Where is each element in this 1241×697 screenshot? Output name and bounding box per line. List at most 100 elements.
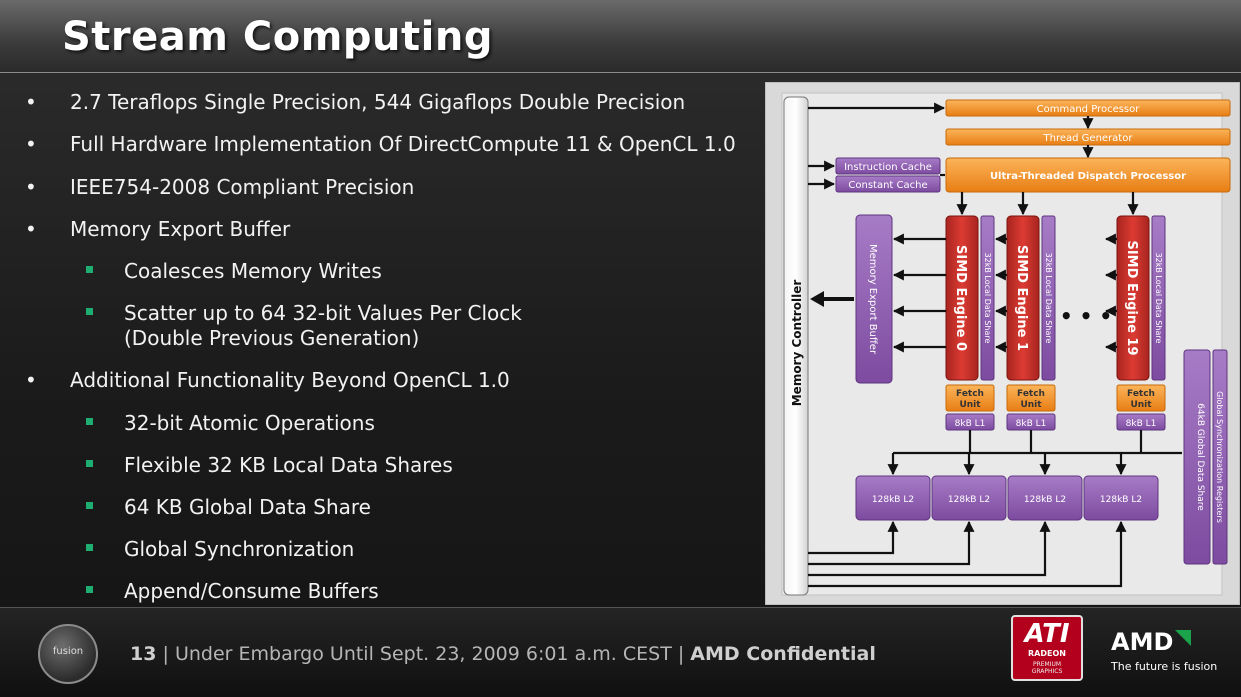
sub-bullet-marker bbox=[86, 266, 93, 273]
instruction-cache-label: Instruction Cache bbox=[844, 162, 932, 173]
l1-cache-label: 8kB L1 bbox=[1016, 419, 1047, 429]
local-data-share-label: 32kB Local Data Share bbox=[983, 253, 992, 344]
confidential-label: AMD Confidential bbox=[690, 643, 876, 665]
amd-arrow-icon bbox=[1175, 630, 1192, 646]
radeon-text: RADEON bbox=[1028, 649, 1066, 658]
local-data-share-block bbox=[1151, 215, 1166, 381]
ellipsis: • • • bbox=[1060, 304, 1112, 328]
simd-engine-block bbox=[1006, 215, 1040, 381]
sub-bullet-marker bbox=[86, 586, 93, 593]
connection-lines bbox=[808, 102, 1182, 588]
fetch-unit-label: Fetch bbox=[1017, 389, 1045, 399]
bullet-text: 64 KB Global Data Share bbox=[124, 495, 371, 519]
sub-bullet-marker bbox=[86, 308, 93, 315]
local-data-share-block bbox=[1041, 215, 1056, 381]
l2-cache-label: 128kB L2 bbox=[1024, 495, 1066, 505]
slide-header bbox=[0, 0, 1241, 72]
sub-bullet-item: Flexible 32 KB Local Data Shares bbox=[86, 453, 453, 478]
sub-bullet-marker bbox=[86, 460, 93, 467]
l2-cache-label: 128kB L2 bbox=[948, 495, 990, 505]
l1-cache-label: 8kB L1 bbox=[955, 419, 986, 429]
simd-engine-block bbox=[945, 215, 979, 381]
local-data-share-block bbox=[980, 215, 995, 381]
global-data-share-block bbox=[1183, 349, 1211, 565]
bullet-text: Coalesces Memory Writes bbox=[124, 259, 382, 283]
bullet-continuation: (Double Previous Generation) bbox=[124, 326, 419, 351]
l1-cache-label: 8kB L1 bbox=[1126, 419, 1157, 429]
bullet-item: • Memory Export Buffer bbox=[25, 217, 291, 242]
fetch-unit-label: Unit bbox=[1130, 400, 1152, 410]
bullet-item: • 2.7 Teraflops Single Precision, 544 Gi… bbox=[25, 90, 686, 115]
memory-export-buffer-block bbox=[855, 214, 893, 384]
bullet-text: 2.7 Teraflops Single Precision, 544 Giga… bbox=[70, 90, 686, 114]
bullet-text: Additional Functionality Beyond OpenCL 1… bbox=[70, 368, 510, 392]
constant-cache-label: Constant Cache bbox=[848, 180, 927, 191]
bullet-item: • Additional Functionality Beyond OpenCL… bbox=[25, 368, 510, 393]
fetch-unit-label: Fetch bbox=[956, 389, 984, 399]
fusion-logo: fusion bbox=[38, 624, 98, 684]
ati-logo-text: ATI bbox=[1024, 619, 1070, 649]
bullet-text: Memory Export Buffer bbox=[70, 217, 291, 241]
memory-export-buffer-label: Memory Export Buffer bbox=[867, 244, 878, 355]
memory-controller-label: Memory Controller bbox=[790, 280, 804, 407]
fetch-unit-block bbox=[1006, 384, 1056, 412]
header-divider bbox=[0, 72, 1241, 73]
bullet-marker: • bbox=[25, 217, 37, 241]
global-sync-registers-block bbox=[1212, 349, 1228, 565]
bullet-text: IEEE754-2008 Compliant Precision bbox=[70, 175, 415, 199]
sub-bullet-marker bbox=[86, 544, 93, 551]
fetch-unit-label: Unit bbox=[1020, 400, 1042, 410]
bullet-marker: • bbox=[25, 90, 37, 114]
amd-logo-text: AMD bbox=[1111, 628, 1174, 656]
bullet-text: 32-bit Atomic Operations bbox=[124, 411, 375, 435]
instruction-cache-block bbox=[835, 157, 941, 175]
simd-engine-label: SIMD Engine 19 bbox=[1124, 240, 1139, 355]
fetch-unit-block bbox=[1116, 384, 1166, 412]
page-number: 13 bbox=[130, 643, 157, 665]
bullet-item: • IEEE754-2008 Compliant Precision bbox=[25, 175, 415, 200]
sub-bullet-item: 32-bit Atomic Operations bbox=[86, 411, 375, 436]
l2-cache-block bbox=[931, 475, 1007, 521]
sub-bullet-marker bbox=[86, 502, 93, 509]
l2-cache-block bbox=[1007, 475, 1083, 521]
simd-engine-block bbox=[1116, 215, 1150, 381]
premium-graphics-text: PREMIUM GRAPHICS bbox=[1013, 661, 1081, 675]
export-arrowhead bbox=[810, 291, 824, 307]
sub-bullet-item: Coalesces Memory Writes bbox=[86, 259, 382, 284]
global-data-share-label: 64kB Global Data Share bbox=[1195, 403, 1205, 511]
local-data-share-label: 32kB Local Data Share bbox=[1044, 253, 1053, 344]
premium-text: PREMIUM bbox=[1032, 661, 1062, 668]
bullet-text: Append/Consume Buffers bbox=[124, 579, 379, 603]
l2-cache-block bbox=[1083, 475, 1159, 521]
bullet-text: (Double Previous Generation) bbox=[124, 326, 420, 350]
simd-engine-label: SIMD Engine 0 bbox=[953, 245, 968, 351]
global-sync-registers-label: Global Synchronization Registers bbox=[1215, 391, 1224, 523]
ati-radeon-logo: ATI RADEON PREMIUM GRAPHICS bbox=[1011, 615, 1083, 681]
bullet-text: Flexible 32 KB Local Data Shares bbox=[124, 453, 453, 477]
architecture-svg: Memory Controller Command Processor Thre… bbox=[781, 92, 1231, 596]
sub-bullet-item: 64 KB Global Data Share bbox=[86, 495, 371, 520]
embargo-text: | Under Embargo Until Sept. 23, 2009 6:0… bbox=[162, 643, 685, 665]
slide-title: Stream Computing bbox=[62, 14, 493, 60]
bullet-text: Full Hardware Implementation Of DirectCo… bbox=[70, 132, 736, 156]
l2-cache-label: 128kB L2 bbox=[1100, 495, 1142, 505]
thread-generator-label: Thread Generator bbox=[1043, 133, 1134, 144]
sub-bullet-marker bbox=[86, 418, 93, 425]
amd-tagline: The future is fusion bbox=[1111, 660, 1218, 673]
footer-divider bbox=[0, 607, 1241, 608]
bullet-marker: • bbox=[25, 132, 37, 156]
dispatch-processor-label: Ultra-Threaded Dispatch Processor bbox=[990, 171, 1186, 182]
simd-engine-label: SIMD Engine 1 bbox=[1014, 245, 1029, 351]
sub-bullet-item: Scatter up to 64 32-bit Values Per Clock bbox=[86, 301, 522, 326]
command-processor-label: Command Processor bbox=[1037, 104, 1141, 115]
constant-cache-block bbox=[835, 175, 941, 193]
bullet-text: Scatter up to 64 32-bit Values Per Clock bbox=[124, 301, 522, 325]
fetch-unit-block bbox=[945, 384, 995, 412]
bullet-marker: • bbox=[25, 175, 37, 199]
sub-bullet-item: Global Synchronization bbox=[86, 537, 355, 562]
sub-bullet-item: Append/Consume Buffers bbox=[86, 579, 379, 604]
memory-controller-block bbox=[783, 96, 809, 596]
bullet-text: Global Synchronization bbox=[124, 537, 355, 561]
fetch-unit-label: Fetch bbox=[1127, 389, 1155, 399]
graphics-text: GRAPHICS bbox=[1031, 668, 1063, 675]
